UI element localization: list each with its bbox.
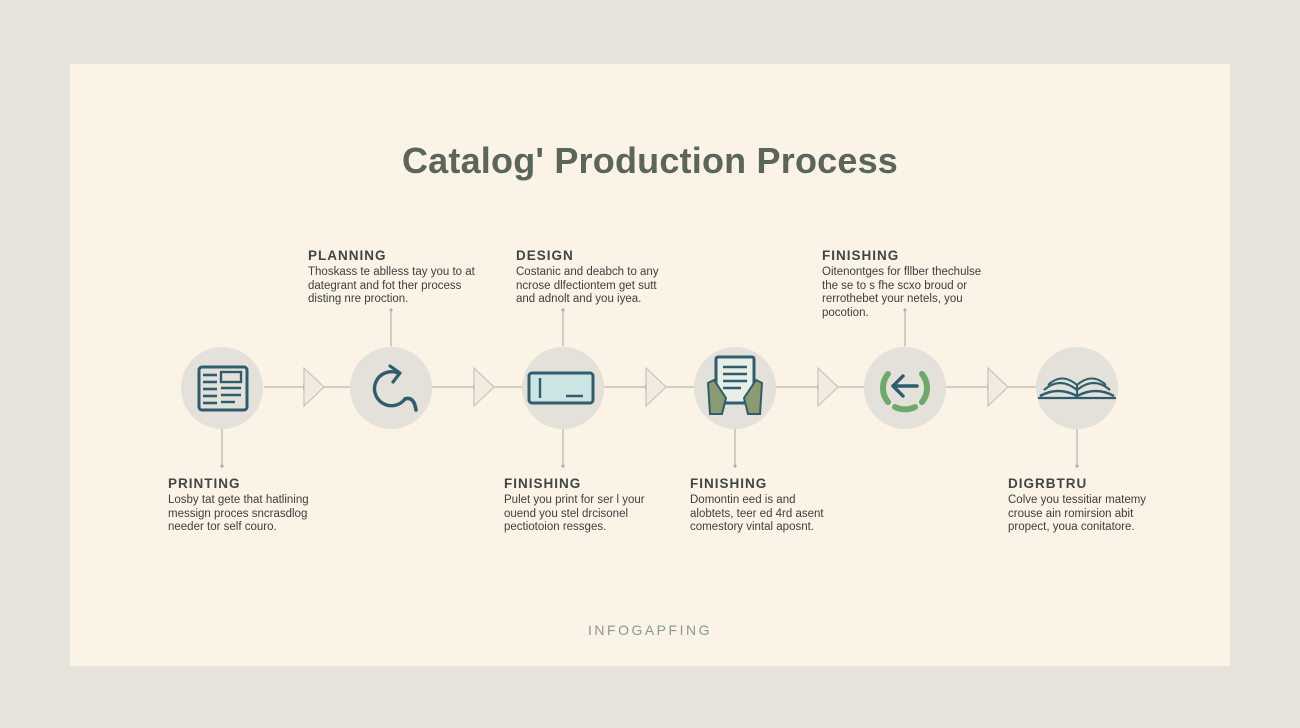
- description-line: the se to s fhe scxo broud or: [822, 279, 968, 292]
- description-line: Domontin eed is and: [690, 494, 796, 506]
- step-label-planning: PLANNING: [308, 248, 387, 263]
- description-line: Thoskass te ablless tay you to at: [308, 266, 475, 278]
- description-line: Oitenontges for fllber thechulse: [822, 266, 982, 278]
- description-line: messign proces sncrasdlog: [168, 507, 308, 520]
- description-line: Colve you tessitiar matemy: [1008, 494, 1147, 506]
- infographic-card: [70, 64, 1230, 666]
- page-title: Catalog' Production Process: [401, 140, 899, 181]
- back-arrow-circle-icon: [864, 347, 946, 429]
- description-line: dategrant and fot ther process: [308, 279, 462, 292]
- chevron-icon: [817, 366, 839, 408]
- description-line: Pulet you print for ser l your: [504, 494, 645, 506]
- footer-brand: INFOGAPFING: [588, 622, 712, 638]
- description-line: rerrothebet your netels, you: [822, 293, 963, 305]
- newspaper-icon: [181, 347, 263, 429]
- chevron-icon: [987, 366, 1009, 408]
- step-label-design: DESIGN: [516, 248, 574, 263]
- description-line: crouse ain romirsion abit: [1008, 507, 1134, 520]
- vertical-connectors: [221, 310, 1078, 466]
- chevron-icon: [303, 366, 325, 408]
- step-label-distribution: DIGRBTRU: [1008, 476, 1088, 491]
- description-line: Losby tat gete that hatlining: [168, 494, 309, 506]
- refresh-icon: [350, 347, 432, 429]
- description-line: ncrose dlfectiontem get sutt: [516, 279, 657, 292]
- connector-dots: [220, 308, 1079, 468]
- description-line: comestory vintal aposnt.: [690, 521, 815, 533]
- step-description: Colve you tessitiar matemy crouse ain ro…: [1008, 494, 1208, 535]
- step-label-printing: PRINTING: [168, 476, 241, 491]
- step-label-finishing: FINISHING: [504, 476, 582, 491]
- step-description: Pulet you print for ser l your ouend you…: [504, 494, 704, 535]
- description-line: pocotion.: [822, 306, 869, 319]
- step-description: Domontin eed is and alobtets, teer ed 4r…: [690, 494, 890, 535]
- description-line: and adnolt and you iyea.: [516, 293, 642, 305]
- step-description: Thoskass te ablless tay you to at dategr…: [308, 266, 508, 307]
- chevron-icon: [473, 366, 495, 408]
- step-label-finishing: FINISHING: [822, 248, 900, 263]
- step-description: Costanic and deabch to any ncrose dlfect…: [516, 266, 716, 307]
- open-book-icon: [1036, 347, 1118, 429]
- description-line: disting nre proction.: [308, 293, 409, 305]
- description-line: pectiotoion ressges.: [504, 521, 607, 533]
- step-label-finishing: FINISHING: [690, 476, 768, 491]
- step-description: Oitenontges for fllber thechulse the se …: [822, 266, 1022, 320]
- description-line: alobtets, teer ed 4rd asent: [690, 507, 824, 520]
- description-line: Costanic and deabch to any: [516, 266, 659, 278]
- description-line: propect, youa conitatore.: [1008, 521, 1135, 533]
- description-line: ouend you stel drcisonel: [504, 507, 629, 520]
- document-hands-icon: [694, 347, 776, 429]
- description-line: needer tor self couro.: [168, 521, 277, 533]
- chevron-icon: [645, 366, 667, 408]
- chevron-arrows: [303, 366, 1009, 408]
- step-description: Losby tat gete that hatlining messign pr…: [168, 494, 368, 535]
- card-icon: [522, 347, 604, 429]
